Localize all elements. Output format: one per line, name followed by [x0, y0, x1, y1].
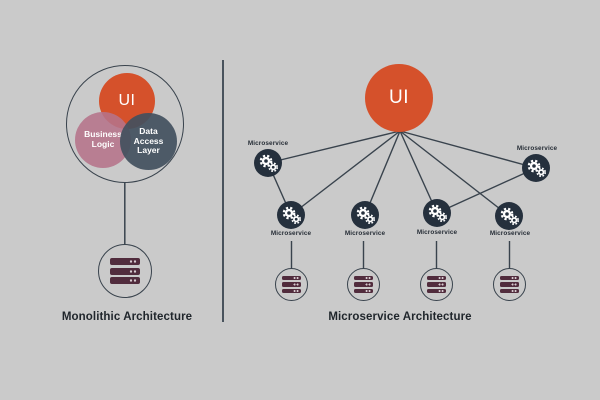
server-bar: [354, 288, 373, 294]
microservice-node: [351, 201, 379, 229]
microservice-database-circle: [347, 268, 380, 301]
microservice-node-label: Microservice: [416, 229, 458, 236]
server-bar: [354, 275, 373, 281]
monolith-ui-label: UI: [118, 92, 136, 109]
microservice-node: [277, 201, 305, 229]
connection-line-ui-ms: [399, 130, 537, 169]
microservice-node: [495, 202, 523, 230]
server-icon: [282, 275, 301, 294]
server-bar: [282, 288, 301, 294]
microservice-node-label: Microservice: [516, 145, 558, 152]
gear-icon: [356, 206, 375, 224]
connection-line-ui-ms: [399, 130, 510, 217]
panel-divider: [222, 60, 224, 322]
monolith-business-logic-label: Business Logic: [84, 129, 122, 149]
server-bar: [427, 275, 446, 281]
server-bar: [500, 275, 519, 281]
microservice-node-label: Microservice: [344, 230, 386, 237]
server-icon: [427, 275, 446, 294]
microservice-database-circle: [493, 268, 526, 301]
microservice-node: [254, 149, 282, 177]
monolith-data-access-circle: Data Access Layer: [120, 113, 177, 170]
connection-line-ui-ms: [290, 130, 401, 216]
server-bar: [500, 288, 519, 294]
server-icon: [500, 275, 519, 294]
server-icon: [110, 258, 140, 284]
microservice-node-label: Microservice: [247, 140, 289, 147]
monolith-boundary-circle: [66, 65, 184, 183]
gear-icon: [259, 154, 278, 172]
connection-line-ms-ms: [436, 167, 537, 214]
server-bar: [110, 277, 140, 284]
microservice-node-label: Microservice: [489, 230, 531, 237]
monolithic-title: Monolithic Architecture: [61, 311, 193, 323]
gear-icon: [527, 159, 546, 177]
server-bar: [500, 282, 519, 287]
server-icon: [354, 275, 373, 294]
connection-line-ui-ms: [267, 130, 401, 164]
microservice-node: [522, 154, 550, 182]
microservice-ui-circle: UI: [365, 64, 433, 132]
microservice-node-label: Microservice: [270, 230, 312, 237]
server-bar: [110, 258, 140, 265]
microservice-database-circle: [275, 268, 308, 301]
server-bar: [354, 282, 373, 287]
gear-icon: [500, 207, 519, 225]
monolith-data-access-label: Data Access Layer: [133, 125, 164, 156]
microservice-title: Microservice Architecture: [328, 311, 472, 323]
microservice-node: [423, 199, 451, 227]
microservice-database-circle: [420, 268, 453, 301]
monolith-database-circle: [98, 244, 152, 298]
connection-line-ui-ms: [364, 130, 401, 216]
server-bar: [427, 282, 446, 287]
server-bar: [427, 288, 446, 294]
microservice-ui-label: UI: [389, 87, 409, 108]
gear-icon: [282, 206, 301, 224]
gear-icon: [428, 204, 447, 222]
server-bar: [110, 267, 140, 275]
server-bar: [282, 282, 301, 287]
server-bar: [282, 275, 301, 281]
